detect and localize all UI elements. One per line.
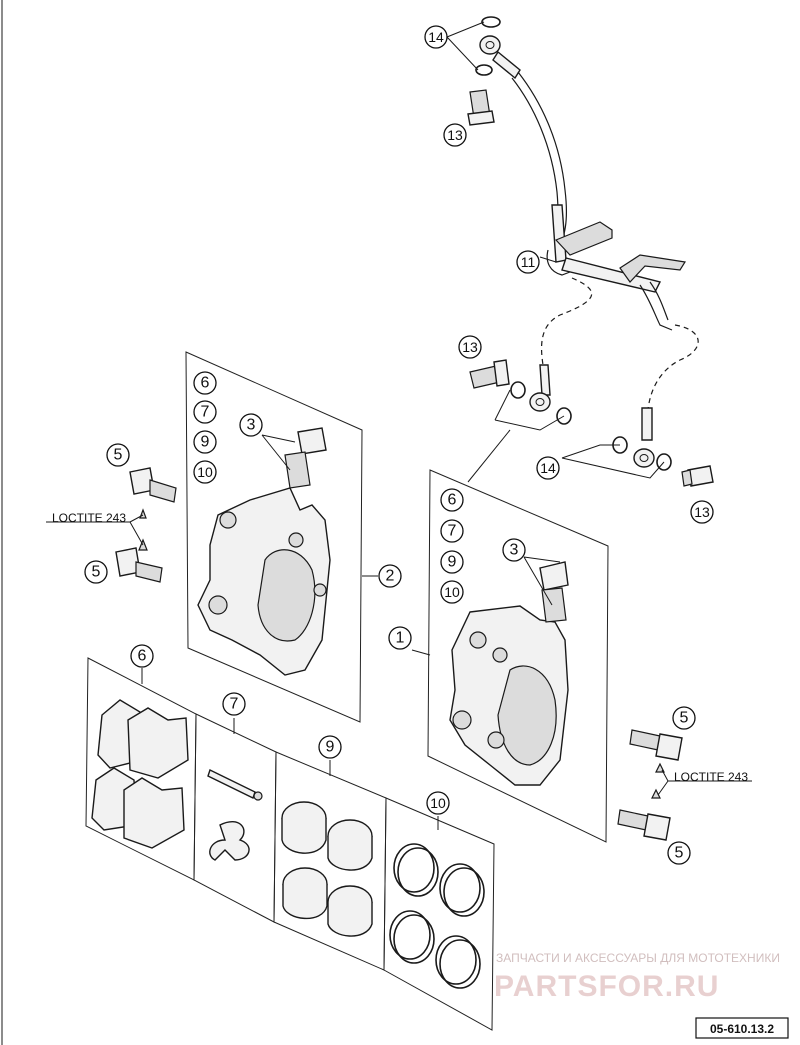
callout-label: 14 xyxy=(428,29,444,45)
callout-6: 6 xyxy=(440,488,464,512)
callout-3: 3 xyxy=(502,538,526,562)
callout-2: 2 xyxy=(378,564,402,588)
callout-14: 14 xyxy=(536,456,560,480)
pad-pin-panel xyxy=(193,713,277,923)
callout-13: 13 xyxy=(458,335,482,359)
callout-9: 9 xyxy=(440,550,464,574)
watermark-brand: PARTSFOR.RU xyxy=(494,970,719,1003)
watermark: ЗАПЧАСТИ И АКСЕССУАРЫ ДЛЯ МОТОТЕХНИКИ PA… xyxy=(494,951,780,1003)
callout-label: 3 xyxy=(247,417,256,434)
callout-label: 14 xyxy=(540,460,556,476)
callout-10: 10 xyxy=(440,580,464,604)
callout-label: 13 xyxy=(462,339,478,355)
callout-label: 7 xyxy=(201,404,210,421)
callout-3: 3 xyxy=(239,413,263,437)
callout-5: 5 xyxy=(84,560,108,584)
callout-label: 10 xyxy=(444,584,460,600)
callout-label: 11 xyxy=(521,254,536,270)
diagram-code-box: 05-610.13.2 xyxy=(695,1017,789,1039)
callout-13: 13 xyxy=(690,500,714,524)
callout-label: 13 xyxy=(447,127,463,143)
right-caliper-panel xyxy=(411,469,609,843)
callout-6: 6 xyxy=(130,644,154,668)
callout-label: 6 xyxy=(448,492,457,509)
callout-5: 5 xyxy=(672,706,696,730)
callout-7: 7 xyxy=(222,692,246,716)
callout-label: 6 xyxy=(138,648,147,665)
callout-label: 5 xyxy=(680,710,689,727)
right-bolts xyxy=(617,729,752,841)
left-bolts xyxy=(46,467,177,583)
callout-1: 1 xyxy=(388,626,412,650)
callout-label: 10 xyxy=(430,795,446,811)
diagram-code: 05-610.13.2 xyxy=(710,1022,774,1036)
brake-pads-panel xyxy=(85,657,197,881)
callout-label: 1 xyxy=(396,630,405,647)
callout-label: 13 xyxy=(694,504,710,520)
callout-label: 6 xyxy=(201,375,210,392)
callout-label: 9 xyxy=(326,739,335,756)
brake-hose-assembly xyxy=(446,16,714,487)
callout-9: 9 xyxy=(193,430,217,454)
callout-5: 5 xyxy=(667,841,691,865)
callout-13: 13 xyxy=(443,123,467,147)
callout-5: 5 xyxy=(106,443,130,467)
callout-label: 3 xyxy=(510,542,519,559)
watermark-tagline: ЗАПЧАСТИ И АКСЕССУАРЫ ДЛЯ МОТОТЕХНИКИ xyxy=(496,951,780,965)
callout-10: 10 xyxy=(426,791,450,815)
callout-label: 5 xyxy=(114,447,123,464)
callout-label: 7 xyxy=(448,523,457,540)
loctite-note-right: LOCTITE 243 xyxy=(674,770,748,784)
callout-label: 10 xyxy=(197,464,213,480)
callout-label: 5 xyxy=(92,564,101,581)
left-caliper-panel xyxy=(185,351,378,723)
callout-9: 9 xyxy=(318,735,342,759)
callout-label: 9 xyxy=(448,554,457,571)
callout-label: 9 xyxy=(201,434,210,451)
callout-11: 11 xyxy=(516,250,540,274)
seals-panel xyxy=(383,797,495,1031)
callout-10: 10 xyxy=(193,460,217,484)
pistons-panel xyxy=(273,751,387,971)
callout-label: 5 xyxy=(675,845,684,862)
callout-label: 7 xyxy=(230,696,239,713)
callout-label: 2 xyxy=(386,568,395,585)
loctite-note-left: LOCTITE 243 xyxy=(52,511,126,525)
callout-6: 6 xyxy=(193,371,217,395)
callout-7: 7 xyxy=(440,519,464,543)
callout-7: 7 xyxy=(193,400,217,424)
callout-14: 14 xyxy=(424,25,448,49)
